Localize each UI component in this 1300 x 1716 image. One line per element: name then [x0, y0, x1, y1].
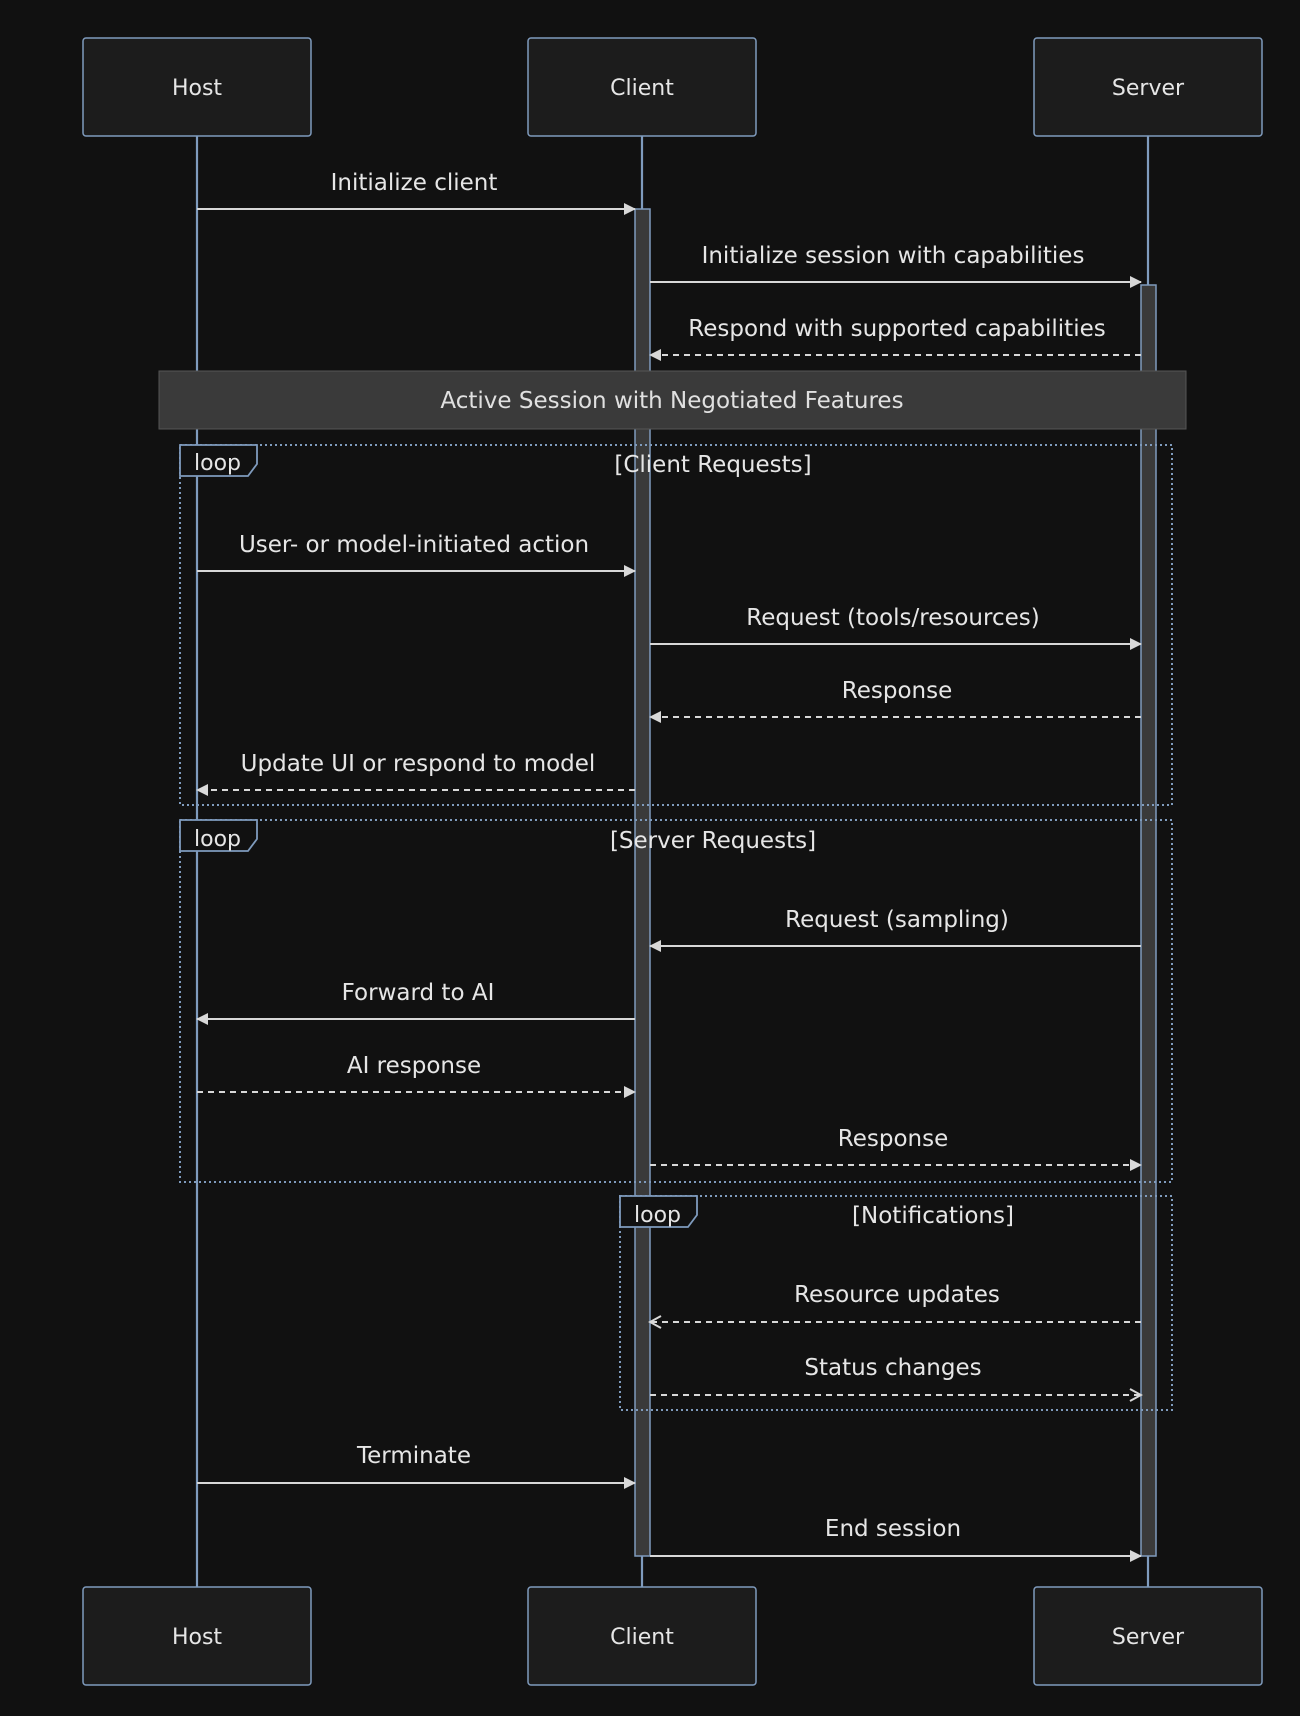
loop-keyword: loop	[194, 827, 241, 852]
message-response-tools: Response	[649, 678, 1141, 723]
message-request-tools: Request (tools/resources)	[650, 605, 1142, 650]
svg-text:Respond with supported capabil: Respond with supported capabilities	[688, 316, 1105, 342]
loop-client-requests: loop [Client Requests]	[179, 444, 1173, 806]
participant-host-top: Host	[82, 37, 312, 137]
svg-text:Server: Server	[1112, 76, 1185, 101]
message-initialize-session: Initialize session with capabilities	[650, 243, 1142, 288]
message-terminate: Terminate	[197, 1443, 636, 1489]
message-ai-response: AI response	[197, 1053, 636, 1098]
svg-text:Host: Host	[172, 1625, 222, 1650]
svg-text:AI response: AI response	[347, 1053, 481, 1079]
participant-server-top: Server	[1033, 37, 1263, 137]
svg-text:Terminate: Terminate	[356, 1443, 471, 1469]
message-forward-ai: Forward to AI	[196, 980, 635, 1025]
svg-text:Request (tools/resources): Request (tools/resources)	[746, 605, 1039, 631]
svg-text:Request (sampling): Request (sampling)	[785, 907, 1009, 933]
loop-title: [Client Requests]	[614, 452, 811, 478]
message-response-sampling: Response	[650, 1126, 1142, 1171]
message-resource-updates: Resource updates	[650, 1282, 1141, 1322]
message-status-changes: Status changes	[650, 1355, 1141, 1395]
participant-client-top: Client	[527, 37, 757, 137]
loop-keyword: loop	[194, 451, 241, 476]
message-initialize-client: Initialize client	[197, 170, 636, 215]
svg-text:Server: Server	[1112, 1625, 1185, 1650]
svg-text:Client: Client	[610, 1625, 674, 1650]
activation-server	[1140, 284, 1157, 1557]
message-end-session: End session	[650, 1516, 1142, 1562]
svg-text:Status changes: Status changes	[804, 1355, 981, 1381]
loop-server-requests: loop [Server Requests]	[179, 819, 1173, 1183]
session-note-label: Active Session with Negotiated Features	[440, 388, 903, 414]
svg-text:Client: Client	[610, 76, 674, 101]
loop-keyword: loop	[634, 1203, 681, 1228]
svg-text:Initialize client: Initialize client	[331, 170, 498, 196]
message-respond-capabilities: Respond with supported capabilities	[649, 316, 1141, 361]
svg-text:End session: End session	[825, 1516, 961, 1542]
loop-title: [Notifications]	[852, 1203, 1014, 1229]
participant-server-bottom: Server	[1033, 1586, 1263, 1686]
message-request-sampling: Request (sampling)	[649, 907, 1141, 952]
messages: Initialize client Initialize session wit…	[196, 170, 1142, 1562]
svg-text:Response: Response	[838, 1126, 948, 1152]
svg-text:Forward to AI: Forward to AI	[342, 980, 495, 1006]
participant-host-bottom: Host	[82, 1586, 312, 1686]
loop-title: [Server Requests]	[610, 828, 816, 854]
message-user-action: User- or model-initiated action	[197, 532, 636, 577]
svg-text:Host: Host	[172, 76, 222, 101]
message-update-ui: Update UI or respond to model	[196, 751, 635, 796]
svg-text:Initialize session with capabi: Initialize session with capabilities	[702, 243, 1085, 269]
participant-client-bottom: Client	[527, 1586, 757, 1686]
svg-text:Update UI or respond to model: Update UI or respond to model	[241, 751, 596, 777]
svg-text:User- or model-initiated actio: User- or model-initiated action	[239, 532, 589, 558]
loop-notifications: loop [Notifications]	[619, 1195, 1173, 1411]
svg-text:Response: Response	[842, 678, 952, 704]
session-note: Active Session with Negotiated Features	[158, 370, 1187, 430]
svg-text:Resource updates: Resource updates	[794, 1282, 1000, 1308]
